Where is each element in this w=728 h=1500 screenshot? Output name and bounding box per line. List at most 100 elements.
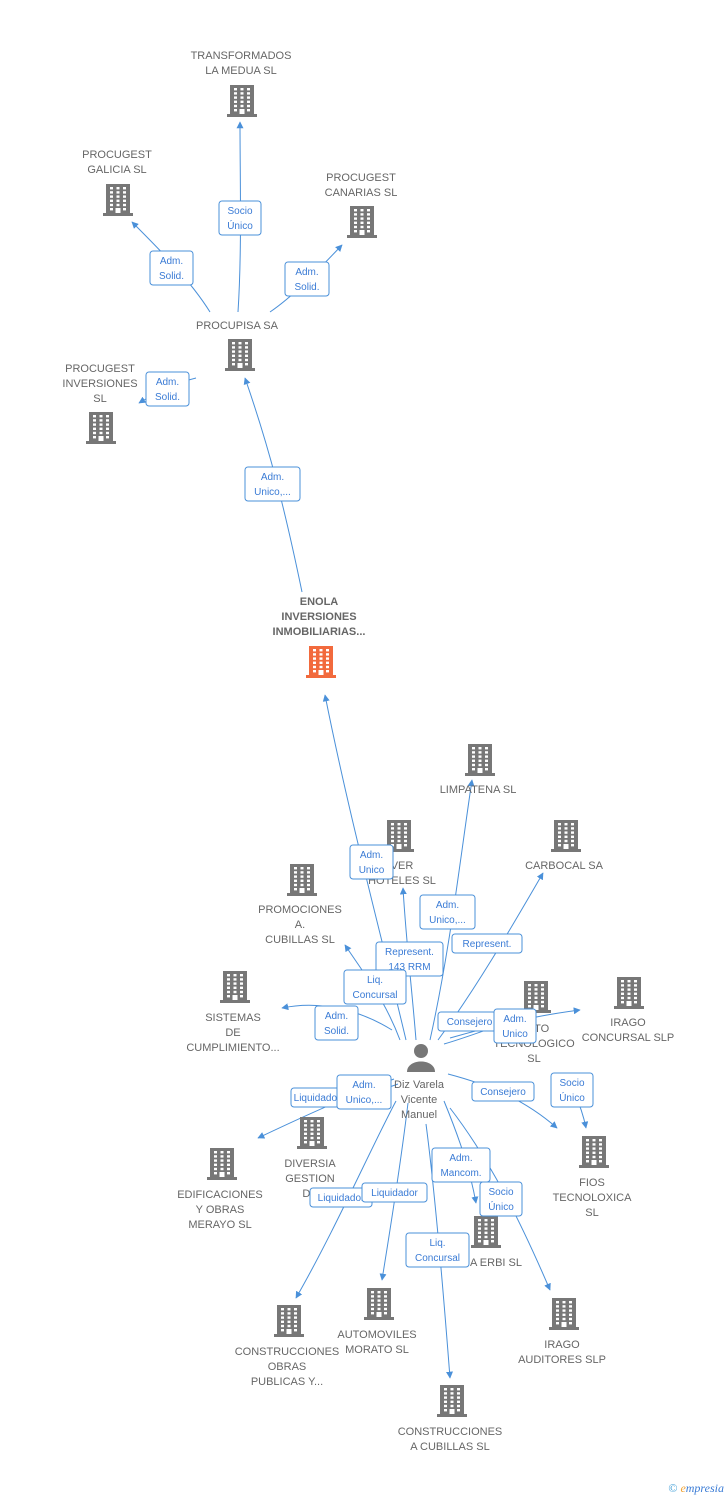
building-icon xyxy=(551,820,581,852)
node-label: CUMPLIMIENTO... xyxy=(186,1042,279,1054)
building-icon xyxy=(225,339,255,371)
edge-label[interactable]: Adm.Unico,... xyxy=(419,894,476,930)
node-label: IRAGO xyxy=(544,1339,580,1351)
edge-label-text: Adm. xyxy=(261,472,284,483)
brand-logo[interactable]: ©empresia xyxy=(668,1481,724,1496)
node-label: EDIFICACIONES xyxy=(177,1189,263,1201)
edge-label[interactable]: Adm.Solid. xyxy=(314,1005,359,1041)
building-icon xyxy=(549,1298,579,1330)
edge-label-text: Unico xyxy=(359,865,385,876)
node-label: PROCUGEST xyxy=(326,172,396,184)
node-label: SL xyxy=(585,1207,598,1219)
node-label: PROCUGEST xyxy=(65,363,135,375)
edge-label-box xyxy=(493,1008,537,1044)
edge-label[interactable]: Adm.Unico xyxy=(349,844,394,880)
node-label: SL xyxy=(93,393,106,405)
node-limpatena[interactable]: LIMPATENA SL xyxy=(440,744,517,796)
node-erbi[interactable]: A ERBI SL xyxy=(470,1216,522,1269)
node-label: PUBLICAS Y... xyxy=(251,1376,323,1388)
node-label: LA MEDUA SL xyxy=(205,65,277,77)
node-label: PROCUPISA SA xyxy=(196,320,279,332)
edge-label-box xyxy=(149,250,194,286)
edge-label-box xyxy=(471,1081,535,1102)
node-enola[interactable]: ENOLAINVERSIONESINMOBILIARIAS... xyxy=(273,596,366,678)
edge-label-text: Unico,... xyxy=(254,487,291,498)
edge-label-text: Socio xyxy=(559,1078,584,1089)
edge-label-box xyxy=(405,1232,470,1268)
edge-label[interactable]: Liq.Concursal xyxy=(343,969,407,1005)
edge-label-text: Solid. xyxy=(155,392,180,403)
node-irago-auditores[interactable]: IRAGO AUDITORES SLP xyxy=(518,1298,606,1366)
building-icon xyxy=(220,971,250,1003)
edge-label-box xyxy=(479,1181,523,1217)
edge-label-text: Liq. xyxy=(429,1238,445,1249)
edge-label[interactable]: Liquidador xyxy=(361,1182,428,1203)
person-icon xyxy=(407,1044,435,1072)
brand-name: mpresia xyxy=(685,1481,724,1495)
node-diversia[interactable]: DIVERSIAGESTIONDE xyxy=(284,1117,336,1200)
building-icon xyxy=(274,1305,304,1337)
node-label: AUDITORES SLP xyxy=(518,1354,606,1366)
edge-labels-layer: SocioÚnicoAdm.Solid.Adm.Solid.Adm.Solid.… xyxy=(145,200,594,1268)
node-label: A ERBI SL xyxy=(470,1257,522,1269)
edge-label[interactable]: Adm.Solid. xyxy=(284,261,330,297)
edge-label[interactable]: Adm.Unico xyxy=(493,1008,537,1044)
node-label: CONSTRUCCIONES xyxy=(398,1426,503,1438)
edge-label-box xyxy=(349,844,394,880)
node-sistemas[interactable]: SISTEMASDECUMPLIMIENTO... xyxy=(186,971,280,1054)
edge-label-text: Único xyxy=(488,1200,514,1213)
building-icon xyxy=(86,412,116,444)
building-icon xyxy=(306,646,336,678)
building-icon xyxy=(614,977,644,1009)
building-icon xyxy=(297,1117,327,1149)
node-procupisa[interactable]: PROCUPISA SA xyxy=(196,320,279,371)
node-label: GALICIA SL xyxy=(87,164,146,176)
edge-label[interactable]: Adm.Unico,... xyxy=(336,1074,392,1110)
edge-label[interactable]: Adm. Unico,... xyxy=(244,466,301,502)
edge-label-box xyxy=(431,1147,491,1183)
edge-label[interactable]: Liquidador xyxy=(290,1087,344,1108)
edge-label[interactable]: Liq.Concursal xyxy=(405,1232,470,1268)
edge-label[interactable]: Adm.Solid. xyxy=(149,250,194,286)
edge-label[interactable]: Adm.Solid. xyxy=(145,371,190,407)
node-carbocal[interactable]: CARBOCAL SA xyxy=(525,820,604,872)
edge-label-text: Adm. xyxy=(503,1014,526,1025)
edge-label-box xyxy=(419,894,476,930)
edge-label-text: Liq. xyxy=(367,975,383,986)
node-label: MORATO SL xyxy=(345,1344,409,1356)
edge-label-text: Socio xyxy=(227,206,252,217)
node-label: PROMOCIONES xyxy=(258,904,342,916)
edge-label-text: Liquidador xyxy=(371,1188,418,1199)
edge-label[interactable]: Adm.Mancom. xyxy=(431,1147,491,1183)
edge-label[interactable]: Consejero xyxy=(437,1011,502,1032)
building-icon xyxy=(227,85,257,117)
edge-label-text: Represent. xyxy=(385,947,434,958)
edge-label-text: Mancom. xyxy=(440,1168,481,1179)
edge-label[interactable]: Consejero xyxy=(471,1081,535,1102)
node-label: DIVERSIA xyxy=(284,1158,336,1170)
edge-label[interactable]: Represent. xyxy=(451,933,523,954)
edge-label-box xyxy=(244,466,301,502)
node-label: Diz Varela xyxy=(394,1079,445,1091)
edge-label-text: 143 RRM xyxy=(388,962,430,973)
edge-label-text: Socio xyxy=(488,1187,513,1198)
edge-label[interactable]: Represent. 143 RRM xyxy=(375,941,444,977)
node-label: A. xyxy=(295,919,305,931)
